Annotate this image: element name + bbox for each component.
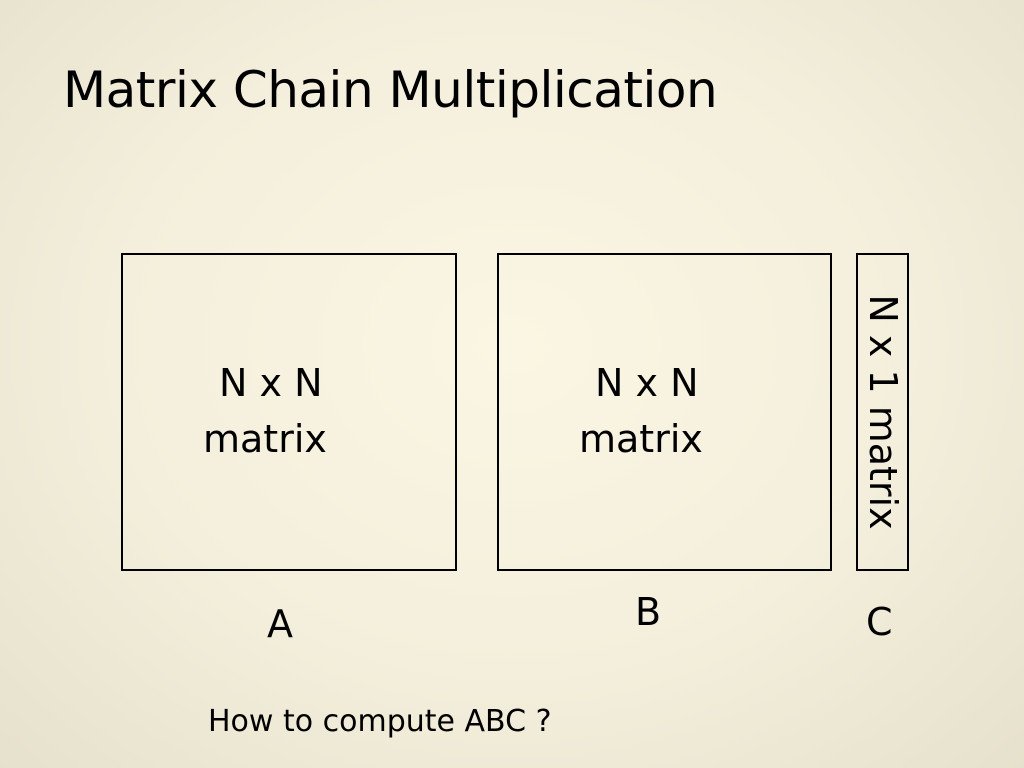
matrix-a-letter: A	[267, 602, 293, 646]
matrix-b-dimensions: N x N	[595, 361, 699, 405]
slide-title: Matrix Chain Multiplication	[63, 61, 718, 119]
matrix-b-letter: B	[635, 590, 662, 634]
matrix-c-letter: C	[866, 600, 893, 644]
matrix-b-type: matrix	[579, 417, 703, 461]
compute-question: How to compute ABC ?	[208, 704, 552, 739]
matrix-a-box: N x N matrix	[121, 253, 457, 571]
matrix-c-label: N x 1 matrix	[860, 294, 905, 530]
matrix-b-box: N x N matrix	[497, 253, 832, 571]
matrix-a-dimensions: N x N	[219, 361, 323, 405]
matrix-c-box: N x 1 matrix	[856, 253, 909, 571]
matrix-a-type: matrix	[203, 417, 327, 461]
